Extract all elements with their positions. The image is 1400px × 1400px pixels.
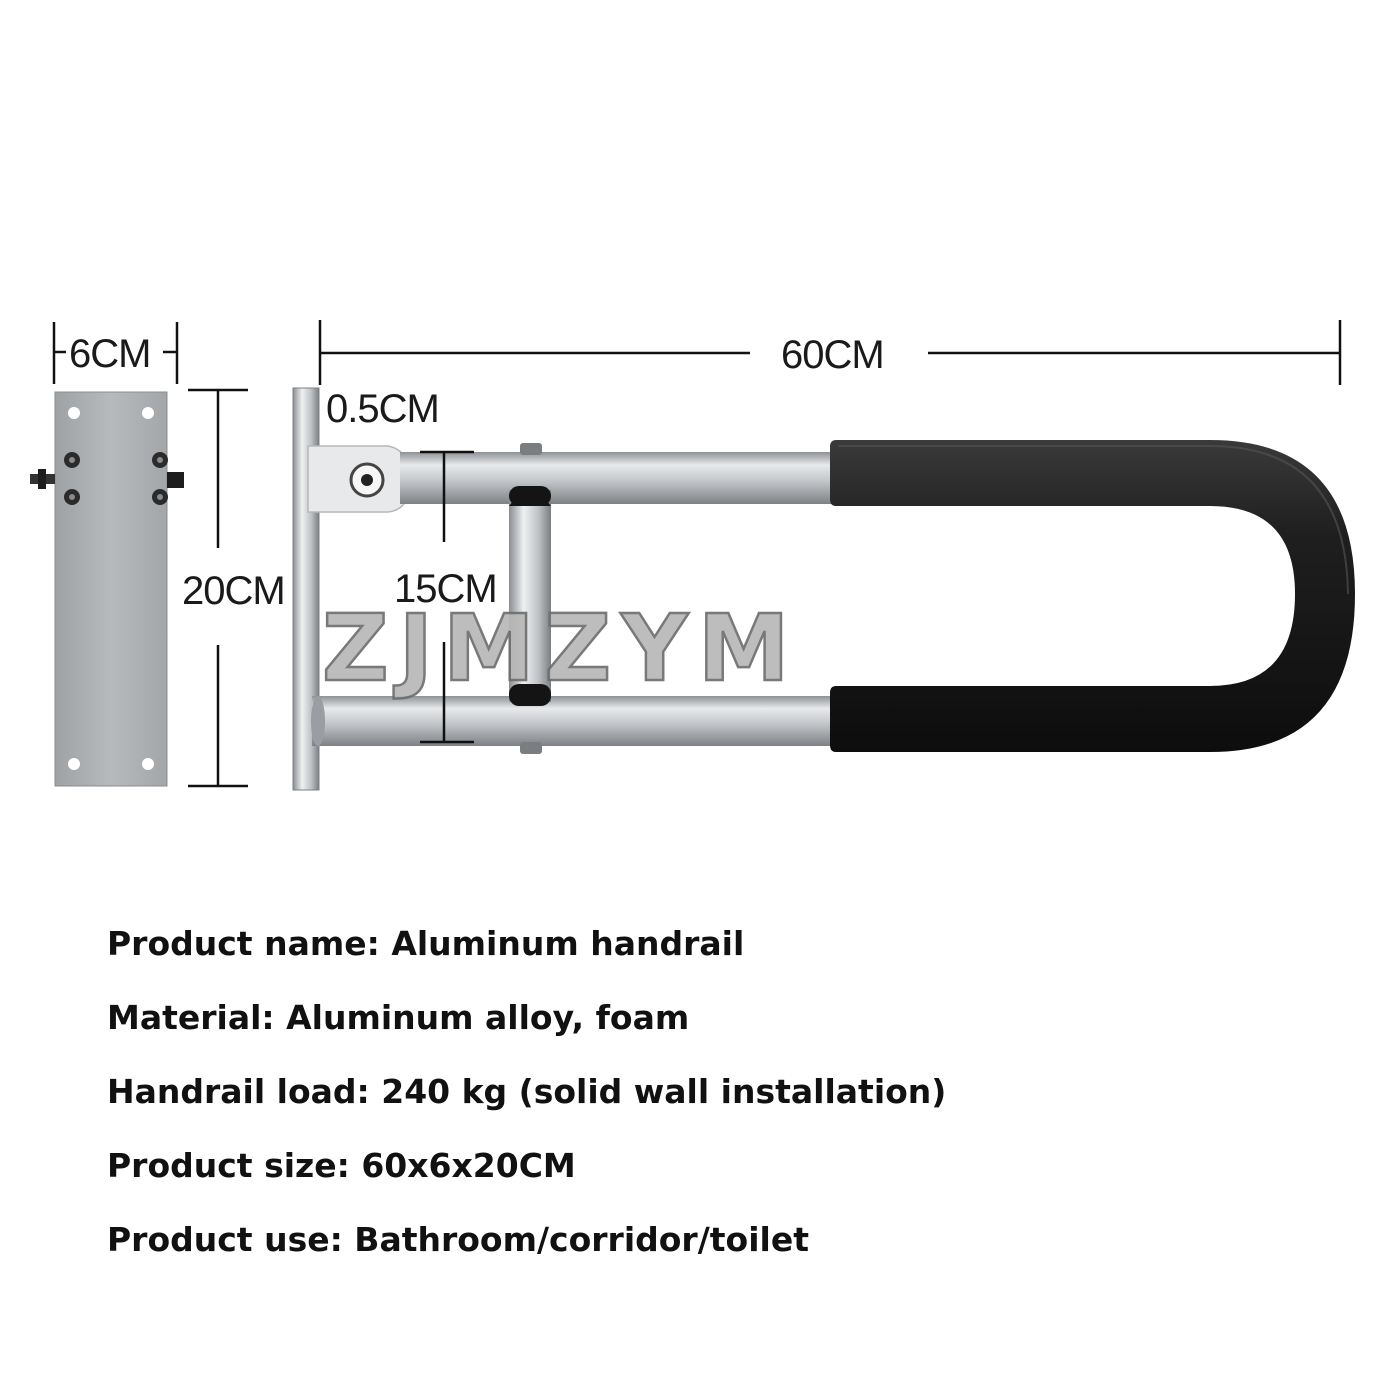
thickness-label: 0.5CM (326, 387, 439, 431)
upper-rail-tube (400, 452, 840, 504)
plate-height-label: 20CM (182, 569, 285, 613)
hinge-pin (167, 472, 184, 488)
spec-product-name: Product name: Aluminum handrail (107, 924, 745, 963)
rail-spacing-label: 15CM (394, 567, 497, 611)
handrail-diagram: 6CM 20CM 60CM 0.5CM (30, 320, 1355, 791)
plate-width-label: 6CM (69, 332, 150, 376)
dimension-rail-spacing (420, 450, 474, 744)
mounting-hole (68, 758, 80, 770)
hinge-block (307, 445, 411, 513)
lower-rail-tube (312, 696, 842, 746)
watermark: ZJMZYM (322, 595, 799, 702)
spec-material: Material: Aluminum alloy, foam (107, 998, 690, 1037)
dimension-length (318, 320, 1342, 385)
spec-list: Product name: Aluminum handrail Material… (107, 925, 1307, 1295)
spec-product-size: Product size: 60x6x20CM (107, 1146, 576, 1185)
length-label: 60CM (781, 333, 884, 377)
mounting-hole (68, 407, 80, 419)
spec-handrail-load: Handrail load: 240 kg (solid wall instal… (107, 1072, 947, 1111)
dimension-plate-width (52, 322, 179, 384)
spec-product-use: Product use: Bathroom/corridor/toilet (107, 1220, 809, 1259)
mounting-hole (142, 407, 154, 419)
mounting-plate-front (30, 391, 184, 787)
dimension-plate-height (188, 388, 248, 788)
foam-grip (830, 440, 1355, 752)
mounting-hole (142, 758, 154, 770)
vertical-connector (509, 486, 551, 706)
